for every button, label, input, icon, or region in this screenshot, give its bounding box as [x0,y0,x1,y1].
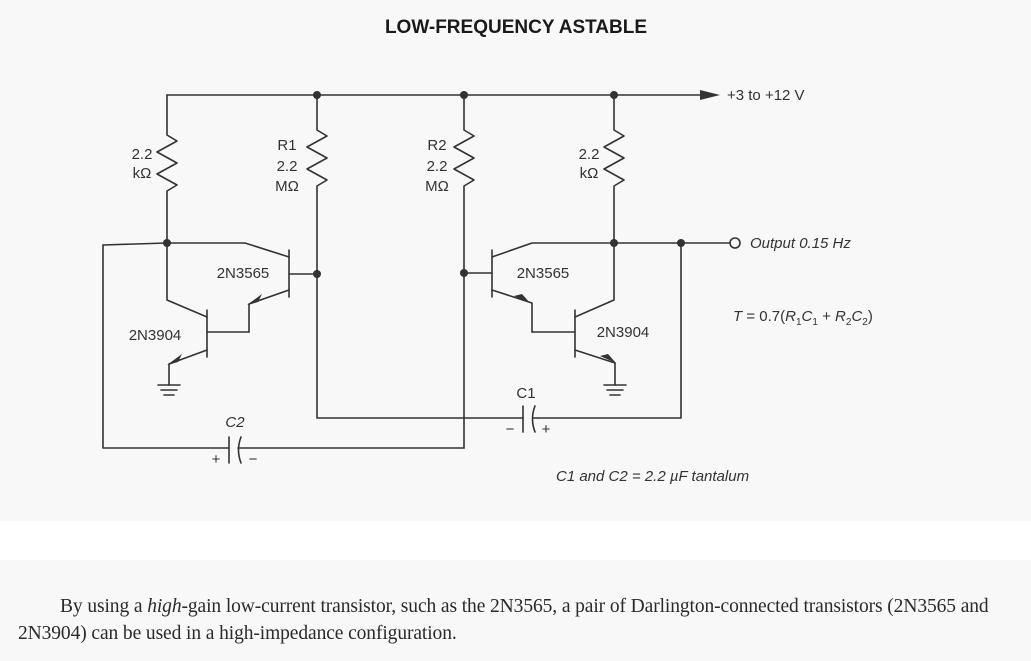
period-formula: T = 0.7(R1C1 + R2C2) [733,308,873,328]
emitter-arrow-icon [514,294,530,303]
formula-r1: R [785,308,796,325]
resistor-r1 [306,94,465,419]
caption-italic: high [147,596,182,617]
left-2n3904-label: 2N3904 [129,327,182,344]
schematic-panel: LOW-FREQUENCY ASTABLE +3 to +12 V 2.2 kΩ… [102,17,873,485]
resistor-left-value: 2.2 [132,146,153,163]
formula-r2-sub: 2 [846,317,852,328]
resistor-left-collector [156,94,178,244]
capacitor-note: C1 and C2 = 2.2 µF tantalum [556,468,749,485]
left-darlington [102,239,321,449]
capacitor-c2 [227,436,465,464]
c1-name: C1 [516,385,535,402]
right-darlington [460,237,741,419]
ground-icon [157,384,181,396]
caption-panel: By using a high-gain low-current transis… [0,560,1031,661]
formula-c1: C [802,308,813,325]
schematic: LOW-FREQUENCY ASTABLE +3 to +12 V 2.2 kΩ… [102,17,873,485]
right-2n3904-label: 2N3904 [597,324,650,341]
c2-neg: − [249,451,258,468]
r2-name: R2 [427,137,446,154]
caption-part-1: By using a [60,596,148,617]
caption-text: By using a high-gain low-current transis… [18,593,1023,647]
r1-unit: MΩ [275,178,299,195]
supply-voltage-label: +3 to +12 V [727,87,805,104]
formula-c1-sub: 1 [812,317,818,328]
arrow-right-icon [700,90,720,100]
right-2n3565-label: 2N3565 [517,265,570,282]
formula-close: ) [868,308,873,325]
formula-c2-sub: 2 [862,317,868,328]
diagram-title: LOW-FREQUENCY ASTABLE [385,17,647,38]
resistor-right-collector [603,94,625,244]
formula-plus: + [818,308,835,325]
resistor-left-unit: kΩ [133,165,152,182]
r1-value: 2.2 [277,158,298,175]
capacitor-c1 [463,405,539,433]
formula-r2: R [835,308,846,325]
r2-value: 2.2 [427,158,448,175]
c1-neg: − [506,421,515,438]
left-2n3565-label: 2N3565 [217,265,270,282]
formula-eq: = 0.7( [742,308,785,325]
output-terminal-icon [729,237,741,249]
formula-r1-sub: 1 [796,317,802,328]
resistor-right-value: 2.2 [579,146,600,163]
c2-pos: + [212,451,221,468]
ground-icon [603,384,627,396]
emitter-arrow-icon [247,294,262,305]
separator [0,521,1031,560]
c1-pos: + [542,421,551,438]
resistor-r2 [453,94,475,449]
formula-c2: C [851,308,862,325]
emitter-arrow-icon [600,354,616,363]
supply-rail [166,90,720,100]
caption-part-2: -gain low-current transistor, such as th… [18,596,989,644]
resistor-right-unit: kΩ [580,165,599,182]
r1-name: R1 [277,137,296,154]
output-label: Output 0.15 Hz [750,235,851,252]
emitter-arrow-icon [167,354,182,365]
formula-lhs: T [733,308,744,325]
c2-name: C2 [225,414,245,431]
r2-unit: MΩ [425,178,449,195]
